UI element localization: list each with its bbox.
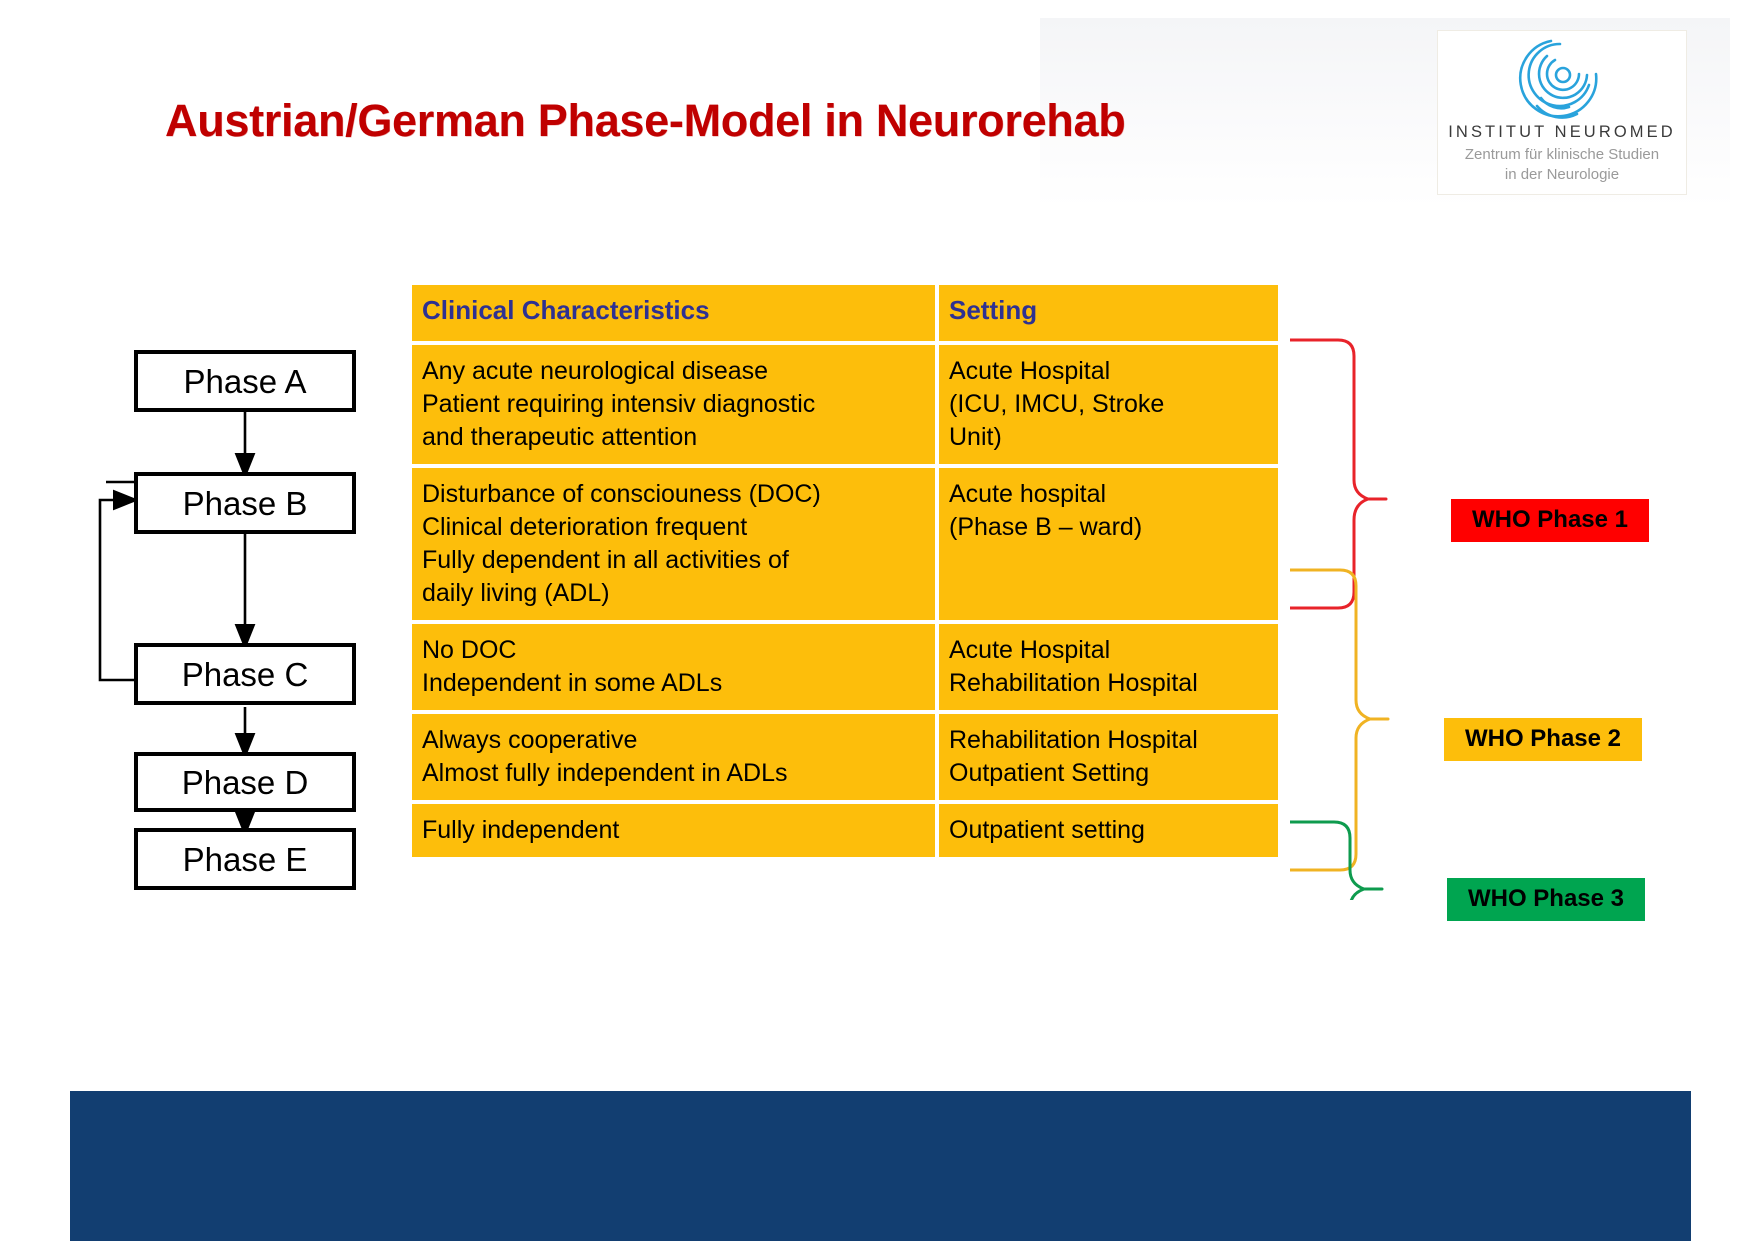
cell-line: Almost fully independent in ADLs [422,759,788,787]
table-row: Disturbance of consciouness (DOC) Clinica… [412,468,1278,624]
column-header-clinical-characteristics: Clinical Characteristics [412,285,939,345]
phase-box-e-label: Phase E [182,840,308,878]
phase-box-b-label: Phase B [182,484,308,522]
cell-line: Unit) [949,423,1002,451]
phase-box-c[interactable]: Phase C [134,643,356,705]
logo-subtitle-line2: in der Neurologie [1504,166,1620,183]
cell-setting: Acute hospital (Phase B – ward) [939,468,1278,624]
cell-line: Outpatient Setting [949,759,1150,787]
cell-line: Fully independent [422,816,620,844]
cell-setting: Outpatient setting [939,804,1278,857]
status-badge-who-phase-1[interactable]: WHO Phase 1 [1451,499,1649,542]
cell-line: Always cooperative [422,726,638,754]
slide-header: Austrian/German Phase-Model in Neuroreha… [0,0,1754,215]
logo-wordmark: INSTITUT NEUROMED [1448,123,1676,141]
cell-line: Acute Hospital [949,357,1111,385]
cell-line: (Phase B – ward) [949,513,1143,541]
cell-line: Outpatient setting [949,816,1145,844]
cell-line: Acute hospital [949,480,1107,508]
brace-who-1 [1288,338,1388,610]
logo-subtitle-line1: Zentrum für klinische Studien [1464,146,1660,163]
cell-line: Disturbance of consciouness (DOC) [422,480,821,508]
who-phase-brace-connectors [1288,330,1490,964]
institut-neuromed-logo: INSTITUT NEUROMED Zentrum für klinische … [1437,30,1687,195]
cell-line: (ICU, IMCU, Stroke [949,390,1165,418]
logo-subtitle: Zentrum für klinische Studien in der Neu… [1438,145,1686,185]
footer-bar [70,1091,1691,1241]
cell-line: Fully dependent in all activities of [422,546,789,574]
phase-box-a[interactable]: Phase A [134,350,356,412]
cell-line: Clinical deterioration frequent [422,513,748,541]
phase-box-a-label: Phase A [183,362,307,400]
phase-box-e[interactable]: Phase E [134,828,356,890]
table-row: No DOC Independent in some ADLs Acute Hosp… [412,624,1278,714]
table-header-row: Clinical Characteristics Setting [412,285,1278,345]
phase-flow-diagram: Phase A Phase B Phase C Phase D Phase E [96,340,366,900]
cell-line: Acute Hospital [949,636,1111,664]
phase-box-d-label: Phase D [181,763,309,801]
cell-line: Rehabilitation Hospital [949,669,1198,697]
cell-line: and therapeutic attention [422,423,698,451]
status-badge-who-phase-2[interactable]: WHO Phase 2 [1444,718,1642,761]
phase-box-b[interactable]: Phase B [134,472,356,534]
cell-clinical-characteristics: No DOC Independent in some ADLs [412,624,939,714]
status-badge-who-phase-3[interactable]: WHO Phase 3 [1447,878,1645,921]
phase-box-d[interactable]: Phase D [134,752,356,812]
page-title: Austrian/German Phase-Model in Neuroreha… [165,95,1126,146]
table-row: Fully independent Outpatient setting [412,804,1278,857]
cell-clinical-characteristics: Fully independent [412,804,939,857]
cell-line: No DOC [422,636,517,664]
brace-who-2 [1288,568,1390,872]
brace-svg [1288,338,1390,964]
neuromed-spiral-icon [1438,35,1686,121]
cell-line: daily living (ADL) [422,579,610,607]
phase-characteristics-table: Clinical Characteristics Setting Any acu… [412,285,1278,857]
cell-clinical-characteristics: Disturbance of consciouness (DOC) Clinica… [412,468,939,624]
cell-line: Independent in some ADLs [422,669,723,697]
phase-box-c-label: Phase C [181,655,309,693]
column-header-setting: Setting [939,285,1278,345]
cell-line: Patient requiring intensiv diagnostic [422,390,816,418]
phase-flow-arrows [98,380,256,837]
cell-line: Rehabilitation Hospital [949,726,1198,754]
cell-line: Any acute neurological disease [422,357,769,385]
brace-who-3 [1288,820,1384,964]
